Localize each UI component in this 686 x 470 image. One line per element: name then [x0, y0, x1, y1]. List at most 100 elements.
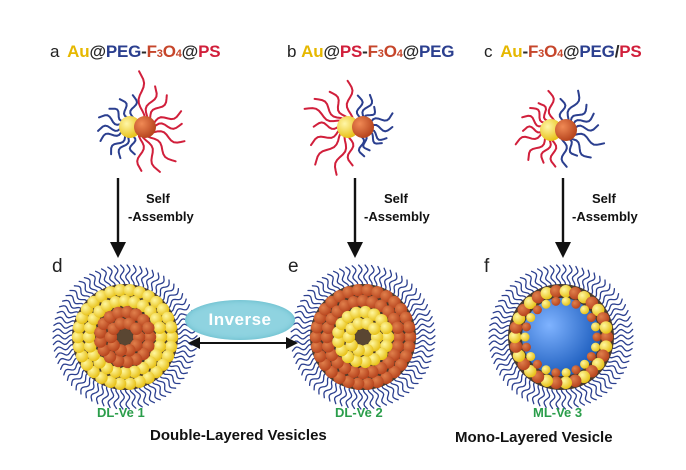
self-assembly-line1: Self [364, 190, 430, 208]
corona-chain [358, 265, 362, 287]
corona-chain [571, 386, 578, 407]
formula-fe: F [368, 42, 378, 61]
corona-chain [576, 385, 585, 406]
nanoparticle-bead [580, 360, 589, 369]
corona-chain [489, 329, 511, 334]
formula-a: Au@PEG-F3O4@PS [63, 42, 220, 61]
formula-fe: F [528, 42, 538, 61]
inverse-label: Inverse [208, 310, 271, 330]
nanoparticle-bead [600, 321, 612, 333]
down-arrow-b [345, 178, 365, 258]
corona-chain [57, 312, 78, 320]
nanoparticle-bead [542, 365, 551, 374]
vesicle-dl-ve-1 [50, 262, 200, 412]
nanoparticle-bead [591, 322, 600, 331]
nanoparticle-bead [522, 343, 531, 352]
nanoparticle-bead [526, 352, 535, 361]
nanoparticle-bead [403, 321, 415, 333]
formula-au: Au [301, 42, 323, 61]
self-assembly-label-b: Self -Assembly [364, 190, 430, 226]
formula-o: O [384, 42, 397, 61]
panel-letter-c: c [484, 42, 492, 61]
formula-ps: PS [619, 42, 641, 61]
down-arrow-a [108, 178, 128, 258]
corona-chain [294, 349, 315, 357]
formula-sep: @ [403, 42, 419, 61]
corona-chain [292, 323, 314, 328]
formula-ps: PS [198, 42, 220, 61]
label-dl-ve-1: DL-Ve 1 [97, 405, 145, 420]
iron-oxide-nanoparticle [555, 119, 577, 141]
formula-b: Au@PS-F3O4@PEG [297, 42, 454, 61]
corona-chain [295, 312, 316, 320]
formula-peg: PEG [106, 42, 141, 61]
corona-chain [56, 349, 77, 357]
formula-sep: @ [323, 42, 339, 61]
panel-letter-a: a [50, 42, 59, 61]
nanoparticle-bead [542, 300, 551, 309]
self-assembly-line2: -Assembly [572, 208, 638, 226]
down-arrow-c [553, 178, 573, 258]
vesicle-cavity [117, 329, 133, 345]
self-assembly-line1: Self [572, 190, 638, 208]
corona-chain [120, 265, 124, 287]
formula-sep: @ [563, 42, 579, 61]
formula-ps: PS [340, 42, 362, 61]
nanoparticle-bead [551, 297, 560, 306]
corona-chain [410, 355, 431, 363]
inverse-badge: Inverse [185, 300, 295, 340]
nanoparticle-bead [522, 322, 531, 331]
corona-chain [611, 329, 633, 334]
formula-o: O [163, 42, 176, 61]
nanoparticle-bead [591, 343, 600, 352]
nanoparticle-bead [571, 300, 580, 309]
nanoparticle-bead [587, 352, 596, 361]
nanoparticle-bead [165, 321, 177, 333]
nanoparticle-bead [142, 322, 154, 334]
nanoparticle-bead [562, 368, 571, 377]
corona-chain [411, 317, 432, 325]
nanoparticle-bead [380, 322, 392, 334]
nanoparticle-bead [562, 297, 571, 306]
nanoparticle-bead [526, 313, 535, 322]
label-ml-ve-3: ML-Ve 3 [533, 405, 582, 420]
nanoparticle-bead [593, 333, 602, 342]
panel-title-c: c Au-F3O4@PEG/PS [484, 42, 642, 62]
corona-chain [608, 355, 629, 363]
corona-chain [364, 265, 368, 287]
corona-chain [346, 267, 353, 288]
vesicle-cavity [355, 329, 371, 345]
iron-oxide-nanoparticle [134, 116, 156, 138]
corona-chain [53, 340, 75, 345]
corona-chain [131, 266, 136, 288]
corona-chain [572, 267, 578, 289]
corona-chain [538, 269, 547, 290]
corona-chain [493, 312, 514, 320]
corona-chain [53, 335, 75, 339]
corona-chain [126, 265, 130, 287]
label-dl-ve-2: DL-Ve 2 [335, 405, 383, 420]
corona-chain [556, 265, 560, 287]
formula-sep: @ [89, 42, 105, 61]
corona-chain [609, 317, 630, 325]
janus-particle-c [503, 75, 613, 185]
formula-sep: @ [182, 42, 198, 61]
vesicle-ml-ve-3 [486, 262, 636, 412]
corona-chain [53, 329, 75, 334]
corona-chain [413, 335, 435, 339]
self-assembly-label-a: Self -Assembly [128, 190, 194, 226]
corona-chain [413, 329, 435, 334]
corona-chain [611, 341, 633, 346]
vesicle-dl-ve-2 [288, 262, 438, 412]
formula-peg: PEG [579, 42, 614, 61]
corona-chain [412, 346, 434, 351]
self-assembly-line1: Self [128, 190, 194, 208]
self-assembly-label-c: Self -Assembly [572, 190, 638, 226]
janus-particle-a [82, 72, 192, 182]
corona-chain [108, 267, 115, 288]
corona-chain [610, 346, 632, 351]
corona-chain [291, 329, 313, 334]
panel-title-b: b Au@PS-F3O4@PEG [287, 42, 454, 62]
nanoparticle-bead [587, 313, 596, 322]
caption-mono-layered: Mono-Layered Vesicle [455, 429, 613, 446]
